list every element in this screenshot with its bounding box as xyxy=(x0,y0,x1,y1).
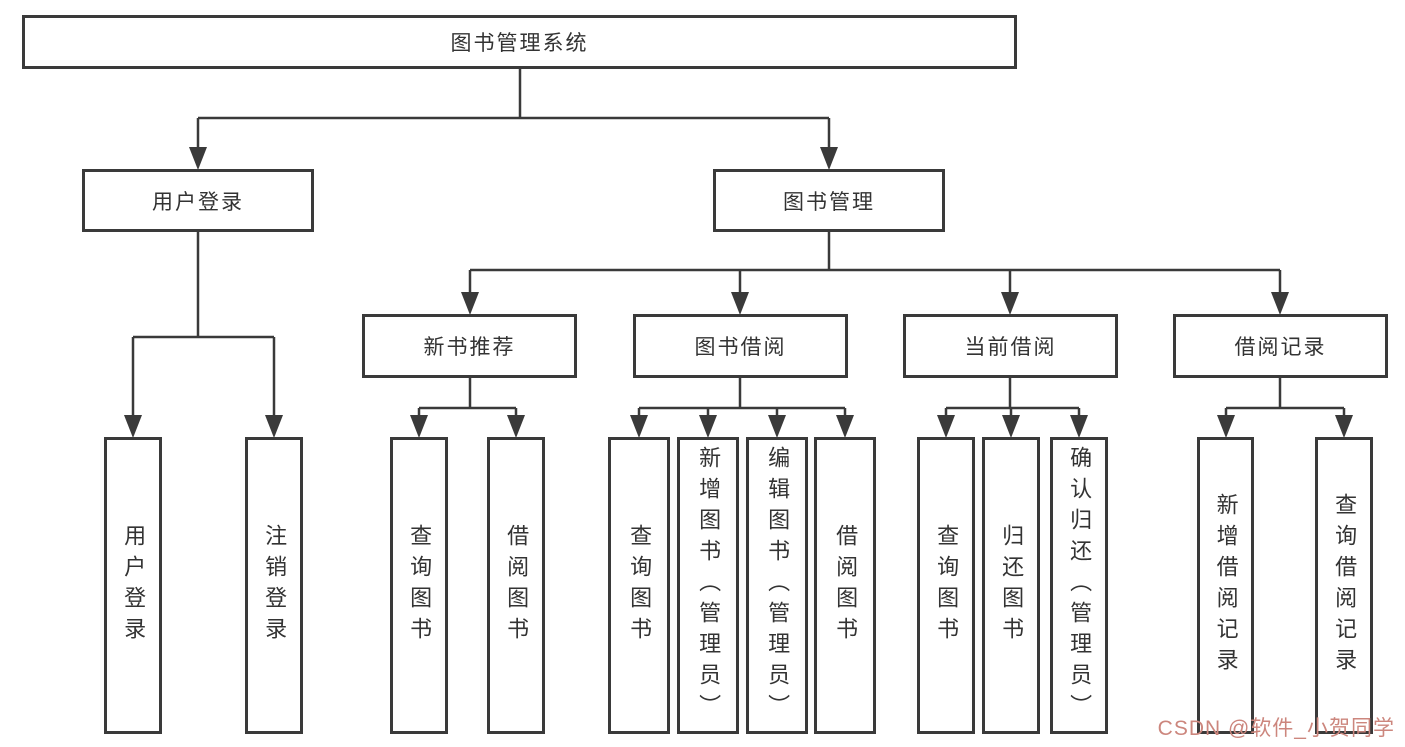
arrow-down-icon xyxy=(1002,415,1020,438)
leaf-query-borrow-record: 查询借阅记录 xyxy=(1315,437,1373,734)
node-label: 借阅记录 xyxy=(1234,336,1327,359)
node-label: 查询图书 xyxy=(627,523,653,648)
arrow-down-icon xyxy=(124,415,142,438)
node-label: 图书借阅 xyxy=(694,336,787,359)
node-new-book-recommend: 新书推荐 xyxy=(362,314,577,378)
node-label: 查询图书 xyxy=(934,523,960,648)
node-label: 用户登录 xyxy=(121,523,147,648)
arrow-down-icon xyxy=(699,415,717,438)
leaf-return-books: 归还图书 xyxy=(982,437,1040,734)
arrow-down-icon xyxy=(731,292,749,315)
arrow-down-icon xyxy=(836,415,854,438)
arrow-down-icon xyxy=(1070,415,1088,438)
node-label: 借阅图书 xyxy=(504,523,530,648)
node-user-login: 用户登录 xyxy=(82,169,314,232)
leaf-query-books-recommend: 查询图书 xyxy=(390,437,448,734)
node-borrowing-records: 借阅记录 xyxy=(1173,314,1388,378)
node-label: 新增借阅记录 xyxy=(1213,492,1239,679)
arrow-down-icon xyxy=(507,415,525,438)
connector-bookmgmt-to-level3 xyxy=(468,232,1282,294)
arrow-down-icon xyxy=(768,415,786,438)
arrow-down-icon xyxy=(1217,415,1235,438)
connector-root-to-level2 xyxy=(196,68,831,149)
node-label: 新书推荐 xyxy=(423,336,516,359)
arrow-down-icon xyxy=(189,147,207,170)
connector-newbooks-to-leaves xyxy=(417,378,518,418)
arrow-down-icon xyxy=(1001,292,1019,315)
node-label: 注销登录 xyxy=(262,523,288,648)
node-current-borrowing: 当前借阅 xyxy=(903,314,1118,378)
node-label: 借阅图书 xyxy=(833,523,859,648)
connector-userlogin-to-leaves xyxy=(131,232,276,418)
leaf-confirm-return-admin: 确认归还（管理员） xyxy=(1050,437,1108,734)
arrowheads xyxy=(124,147,1353,438)
leaf-borrow-books-recommend: 借阅图书 xyxy=(487,437,545,734)
node-label: 编辑图书（管理员） xyxy=(765,446,791,725)
arrow-down-icon xyxy=(461,292,479,315)
node-book-management: 图书管理 xyxy=(713,169,945,232)
csdn-watermark: CSDN @软件_小贺同学 xyxy=(1157,717,1395,740)
connector-borrowing-to-leaves xyxy=(637,378,847,418)
leaf-add-books-admin: 新增图书（管理员） xyxy=(677,437,739,734)
node-label: 查询借阅记录 xyxy=(1332,492,1358,679)
arrow-down-icon xyxy=(937,415,955,438)
leaf-user-login: 用户登录 xyxy=(104,437,162,734)
arrow-down-icon xyxy=(1271,292,1289,315)
arrow-down-icon xyxy=(410,415,428,438)
node-label: 新增图书（管理员） xyxy=(696,446,722,725)
leaf-query-books-borrowing: 查询图书 xyxy=(608,437,670,734)
arrow-down-icon xyxy=(1335,415,1353,438)
connector-records-to-leaves xyxy=(1224,378,1346,418)
leaf-add-borrow-record: 新增借阅记录 xyxy=(1197,437,1254,734)
arrow-down-icon xyxy=(820,147,838,170)
node-book-management-system: 图书管理系统 xyxy=(22,15,1017,69)
leaf-query-books-current: 查询图书 xyxy=(917,437,975,734)
node-book-borrowing: 图书借阅 xyxy=(633,314,848,378)
leaf-edit-books-admin: 编辑图书（管理员） xyxy=(746,437,808,734)
arrow-down-icon xyxy=(265,415,283,438)
node-label: 确认归还（管理员） xyxy=(1067,446,1093,725)
leaf-logout: 注销登录 xyxy=(245,437,303,734)
arrow-down-icon xyxy=(630,415,648,438)
node-label: 图书管理 xyxy=(783,190,875,214)
node-label: 图书管理系统 xyxy=(450,32,589,55)
node-label: 当前借阅 xyxy=(964,336,1057,359)
leaf-borrow-books-borrowing: 借阅图书 xyxy=(814,437,876,734)
node-label: 用户登录 xyxy=(152,190,244,214)
node-label: 归还图书 xyxy=(999,523,1025,648)
node-label: 查询图书 xyxy=(407,523,433,648)
connector-current-to-leaves xyxy=(944,378,1081,418)
